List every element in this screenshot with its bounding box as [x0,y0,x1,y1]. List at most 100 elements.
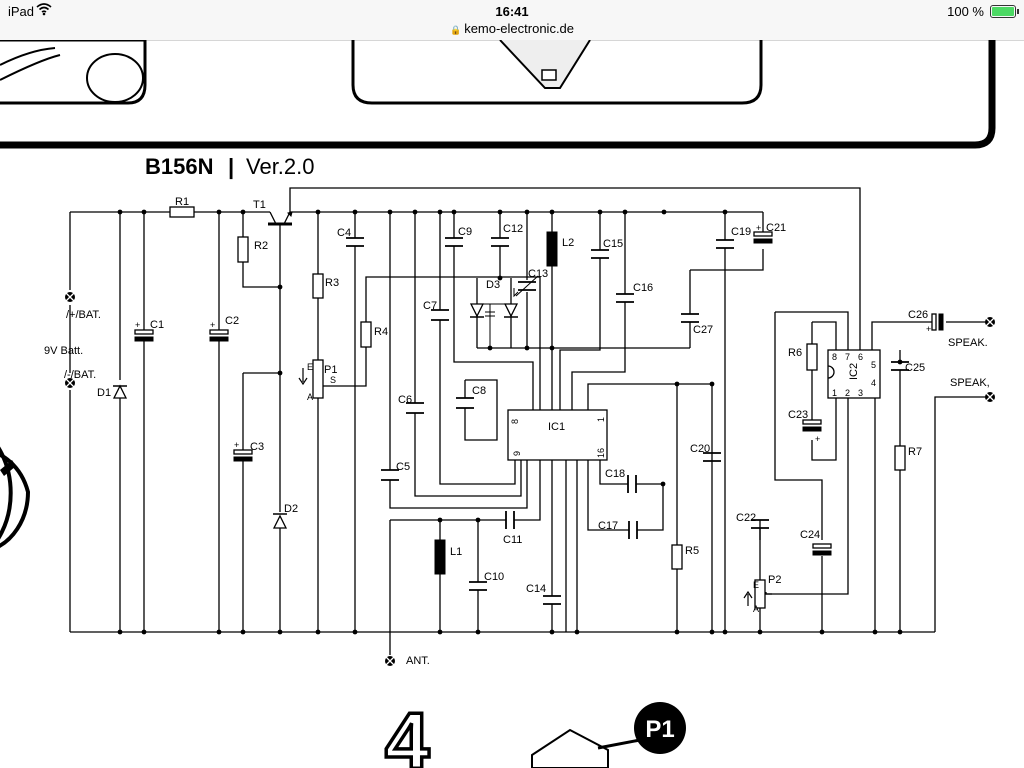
label-c4: C4 [337,227,351,239]
ic1-pin-9: 9 [512,451,522,456]
label-ic1: IC1 [548,421,565,433]
p2-pin-e: E [753,580,759,590]
label-p1: P1 [324,364,337,376]
transistor-t1: T1 [253,199,293,226]
ic2-pin-3: 3 [858,388,863,398]
label-antenna: ANT. [406,655,430,667]
connectors: /+/BAT. 9V Batt. /-/BAT. ANT. SPEAK. SPE… [44,292,995,667]
label-c15: C15 [603,238,623,250]
potentiometer-p1: P1 S E A [298,359,337,402]
label-speaker-1: SPEAK. [948,337,988,349]
label-minus-bat: /-/BAT. [64,369,96,381]
capacitor-c10 [469,581,487,591]
label-c14: C14 [526,583,546,595]
label-c7: C7 [423,300,437,312]
label-c13: C13 [528,268,548,280]
label-c3: C3 [250,441,264,453]
status-bar: iPad 16:41 🔒kemo-electronic.de 100 % [0,0,1024,41]
capacitor-c1: + [134,320,154,342]
inductor-l2 [546,231,558,267]
lock-icon: 🔒 [449,25,462,35]
ic2-pin-2: 2 [845,388,850,398]
svg-text:+: + [210,320,215,330]
capacitors [346,237,909,605]
capacitor-c15 [591,249,609,259]
terminal-speaker-1 [985,317,995,327]
label-c20: C20 [690,443,710,455]
terminal-antenna [385,656,395,666]
component-drawing [531,728,609,768]
capacitor-c12 [491,237,509,247]
svg-text:+: + [815,434,820,444]
label-c18: C18 [605,468,625,480]
label-r3: R3 [325,277,339,289]
circle-fragment [0,446,31,548]
label-c23: C23 [788,409,808,421]
capacitor-labels: C1 C2 C3 C4 C5 C6 C7 C8 C9 C10 C11 C12 C… [150,222,928,595]
label-speaker-2: SPEAK, [950,377,990,389]
capacitor-c3: + [233,440,253,462]
capacitor-c16 [616,293,634,303]
wifi-icon [36,2,52,19]
label-t1: T1 [253,199,266,211]
label-c16: C16 [633,282,653,294]
capacitor-c11 [505,511,515,529]
label-c2: C2 [225,315,239,327]
inductors: L2 L1 [434,231,574,575]
label-c19: C19 [731,226,751,238]
capacitor-c18 [627,475,637,493]
ic2-pin-4: 4 [871,378,876,388]
step-number: 4 [385,696,430,768]
label-batt: 9V Batt. [44,345,83,357]
label-l1: L1 [450,546,462,558]
label-c17: C17 [598,520,618,532]
ic2-pin-6: 6 [858,352,863,362]
label-r2: R2 [254,240,268,252]
label-d1: D1 [97,387,111,399]
capacitor-c25 [891,361,909,371]
label-c5: C5 [396,461,410,473]
label-d2: D2 [284,503,298,515]
svg-text:+: + [756,223,761,233]
label-c26: C26 [908,309,928,321]
capacitor-c14 [543,595,561,605]
clock: 16:41 [495,4,529,19]
callout-label: P1 [645,716,674,743]
resistor-r1 [169,206,195,218]
url-bar[interactable]: 🔒kemo-electronic.de [0,21,1024,36]
label-c1: C1 [150,319,164,331]
capacitor-c5 [381,469,399,481]
capacitor-c23: + [802,419,822,444]
version-label: Ver.2.0 [246,154,315,179]
label-c9: C9 [458,226,472,238]
terminal-minus-bat [65,378,75,388]
label-l2: L2 [562,237,574,249]
diode-d1 [112,384,128,399]
svg-text:+: + [135,320,140,330]
frame-top [0,40,996,149]
label-r1: R1 [175,196,189,208]
model-name: B156N [145,154,213,179]
capacitor-c7 [431,309,449,321]
label-c10: C10 [484,571,504,583]
title: B156N | Ver.2.0 [145,154,315,179]
label-c11: C11 [503,534,522,546]
url-text: kemo-electronic.de [464,21,575,36]
ic2: IC2 8 7 6 5 4 3 2 1 [827,349,881,399]
resistor-r5 [671,544,683,570]
label-c25: C25 [905,362,925,374]
diode-d3 [469,303,519,348]
capacitor-c6 [406,402,424,414]
label-plus-bat: /+/BAT. [66,309,101,321]
ic2-pin-7: 7 [845,352,850,362]
capacitor-c4 [346,237,364,247]
capacitor-c27 [681,313,699,323]
label-r6: R6 [788,347,802,359]
callout-circle [634,702,686,754]
p1-pin-s: S [330,375,336,385]
resistor-r3 [312,273,324,299]
label-r5: R5 [685,545,699,557]
battery-percent: 100 % [947,4,984,19]
label-p2: P2 [768,574,781,586]
label-c27: C27 [693,324,713,336]
